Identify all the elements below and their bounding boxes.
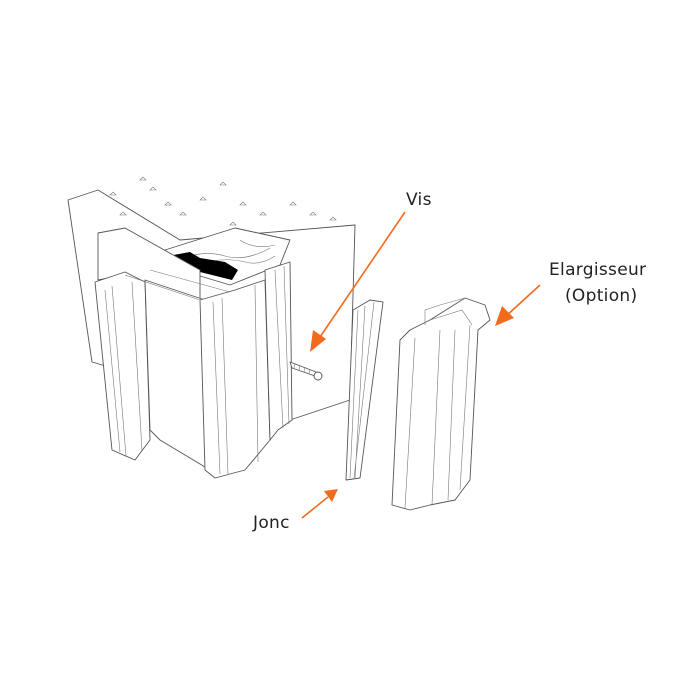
- arrow-jonc: [301, 489, 338, 519]
- main-frame-profile: [94, 227, 293, 479]
- jonc-profile: [345, 299, 384, 481]
- arrow-vis: [310, 211, 406, 352]
- screw-vis: [289, 361, 323, 381]
- label-elargisseur: Elargisseur: [549, 260, 647, 280]
- label-vis: Vis: [406, 190, 432, 210]
- arrow-elargisseur: [495, 284, 541, 326]
- concrete-texture: [109, 176, 337, 226]
- label-jonc: Jonc: [253, 513, 290, 533]
- gasket-black: [168, 252, 238, 280]
- label-option: (Option): [565, 286, 638, 306]
- elargisseur-profile: [391, 297, 491, 511]
